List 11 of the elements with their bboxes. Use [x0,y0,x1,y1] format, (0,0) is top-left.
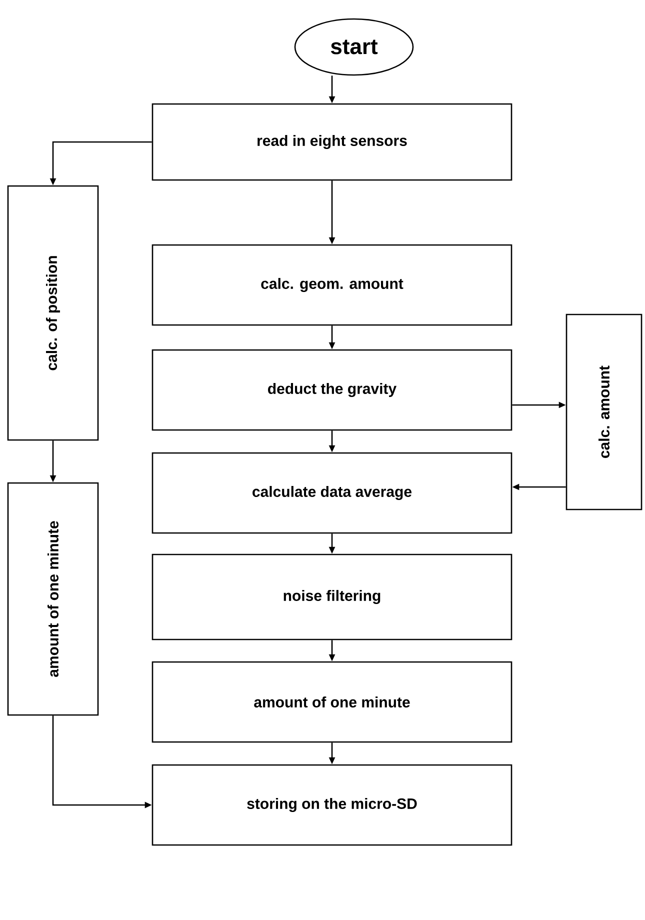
process-box: read in eight sensors [152,103,512,181]
process-box: noise filtering [152,554,512,640]
process-box: amount of one minute [7,482,99,716]
process-box: calc. geom. amount [152,244,512,326]
start-terminal: start [294,18,414,76]
process-box: calc. amount [566,314,642,510]
process-box: storing on the micro-SD [152,764,512,846]
process-box: amount of one minute [152,661,512,743]
process-box: deduct the gravity [152,349,512,431]
process-box: calc. of position [7,185,99,441]
process-box: calculate data average [152,452,512,534]
